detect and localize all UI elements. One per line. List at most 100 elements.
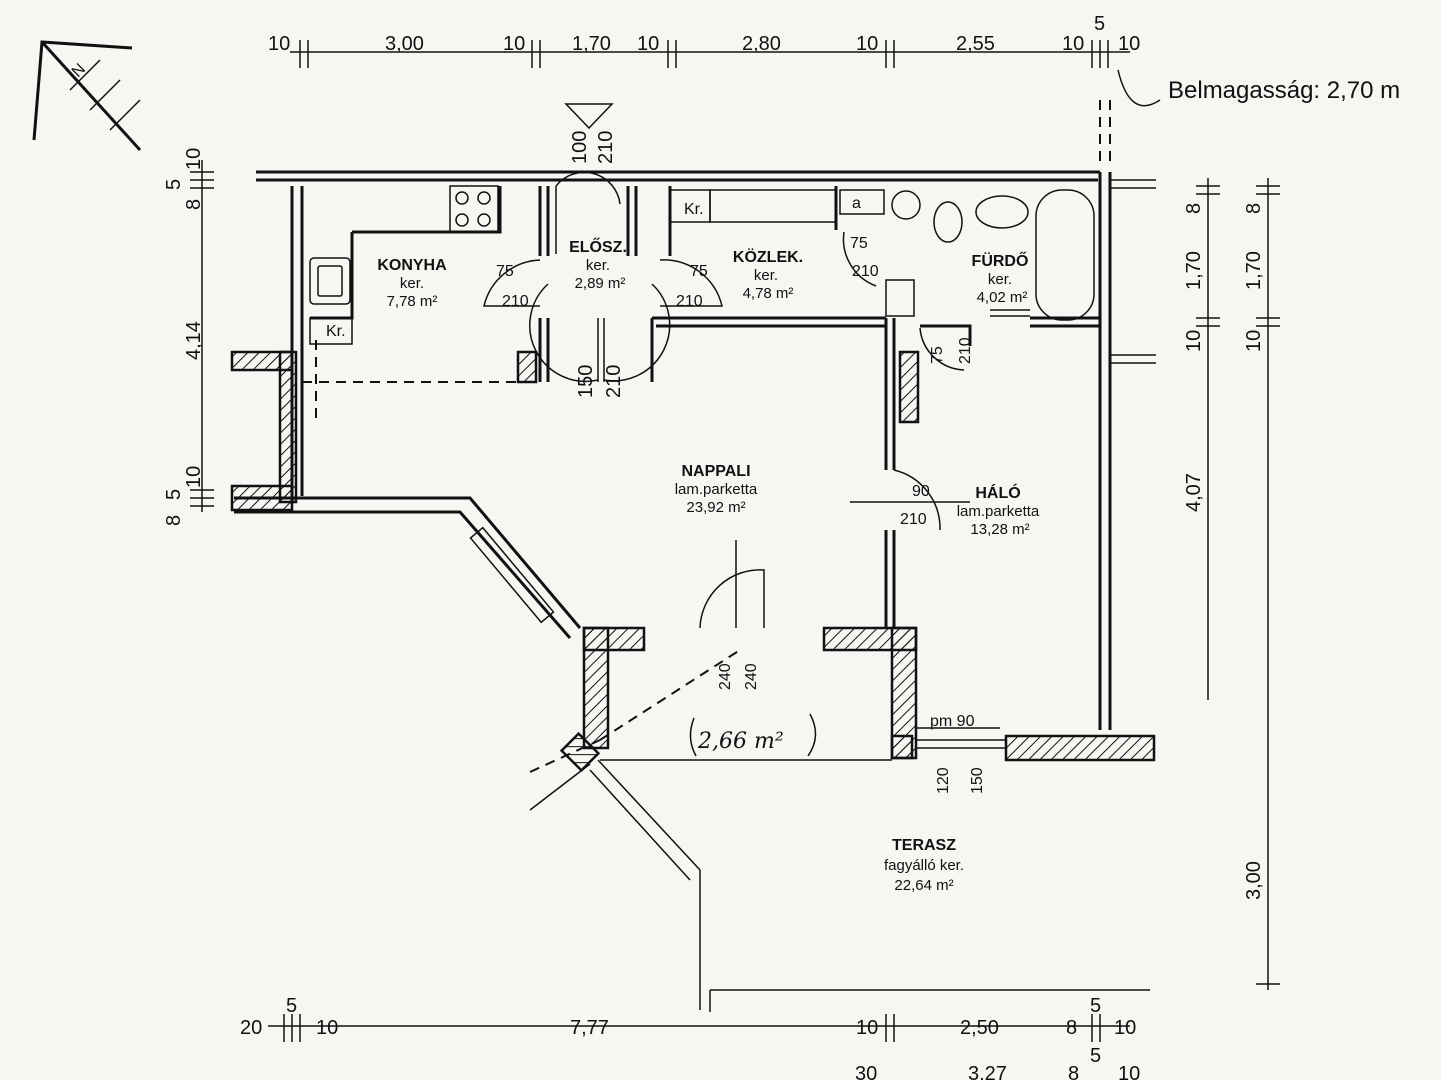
room-halo-name: HÁLÓ xyxy=(975,483,1020,502)
dim-bottom-4: 10 xyxy=(856,1017,878,1039)
room-konyha: KONYHA ker. 7,78 m² xyxy=(377,257,447,310)
bathroom-fixtures xyxy=(839,189,1095,321)
door-eloszl-right-height: 210 xyxy=(676,293,703,310)
door-kozlek-height: 210 xyxy=(852,263,879,280)
dim-bottom2-1: 3,27 xyxy=(968,1063,1007,1080)
dim-bottom-3: 7,77 xyxy=(570,1017,609,1039)
room-terasz-name: TERASZ xyxy=(892,837,956,854)
dim-top-1: 3,00 xyxy=(385,33,424,55)
room-furdo: FÜRDŐ ker. 4,02 m² xyxy=(972,251,1029,306)
dim-top-4: 10 xyxy=(637,33,659,55)
dim-top-10: 10 xyxy=(1118,33,1140,55)
terrace-door-width: 120 xyxy=(935,767,952,794)
door-bedroom-width: 90 xyxy=(912,483,930,500)
dim-left-2: 8 xyxy=(183,199,205,210)
svg-text:N: N xyxy=(69,61,89,81)
dim-top-5: 2,80 xyxy=(742,33,781,55)
dim-right2-3: 3,00 xyxy=(1243,861,1265,900)
dim-bottom-0: 20 xyxy=(240,1017,262,1039)
door-living-width: 150 xyxy=(575,365,597,398)
room-kozlek-floor: ker. xyxy=(754,267,778,284)
room-furdo-area: 4,02 m² xyxy=(977,289,1028,306)
dim-right2-2: 10 xyxy=(1243,330,1265,352)
room-nappali-name: NAPPALI xyxy=(681,463,750,480)
room-eloter: ELŐSZ. ker. 2,89 m² xyxy=(569,237,627,292)
dim-left-5: 5 xyxy=(163,489,185,500)
door-eloszl-right-width: 75 xyxy=(690,263,708,280)
room-halo-floor: lam.parketta xyxy=(957,503,1040,520)
dim-bottom-6: 8 xyxy=(1066,1017,1077,1039)
dim-bottom-5: 2,50 xyxy=(960,1017,999,1039)
dim-right2-1: 1,70 xyxy=(1243,251,1265,290)
room-konyha-area: 7,78 m² xyxy=(387,293,438,310)
room-konyha-name: KONYHA xyxy=(377,257,447,274)
room-kozlek: KÖZLEK. ker. 4,78 m² xyxy=(733,247,803,302)
dim-right2-0: 8 xyxy=(1243,203,1265,214)
terrace-door-height: 150 xyxy=(969,767,986,794)
room-halo-area: 13,28 m² xyxy=(970,521,1029,538)
door-entry-height: 210 xyxy=(595,131,617,164)
window-height: 240 xyxy=(743,663,760,690)
room-konyha-floor: ker. xyxy=(400,275,424,292)
dim-bottom-1: 5 xyxy=(286,995,297,1017)
dim-left-6: 8 xyxy=(163,515,185,526)
door-living-height: 210 xyxy=(603,365,625,398)
dim-right1-0: 8 xyxy=(1183,203,1205,214)
right-dimension-line-1: 8 1,70 10 4,07 xyxy=(1183,178,1220,700)
room-nappali-area: 23,92 m² xyxy=(686,499,745,516)
dim-bottom-2: 10 xyxy=(316,1017,338,1039)
window-width: 240 xyxy=(717,663,734,690)
ceiling-height-label: Belmagasság: 2,70 m xyxy=(1168,77,1400,104)
dim-left-1: 5 xyxy=(163,179,185,190)
dim-bottom-9: 5 xyxy=(1090,1045,1101,1067)
door-bedroom-height: 210 xyxy=(900,511,927,528)
room-terasz-area: 22,64 m² xyxy=(894,877,953,894)
masonry-walls xyxy=(230,350,1156,773)
door-dimensions: 100 210 150 210 75 210 75 210 75 210 75 … xyxy=(496,131,986,794)
room-eloter-name: ELŐSZ. xyxy=(569,237,627,256)
terrace-window-label: pm 90 xyxy=(930,713,975,730)
room-nappali-floor: lam.parketta xyxy=(675,481,758,498)
dim-left-4: 10 xyxy=(183,466,205,488)
right-dimension-line-2: 8 1,70 10 3,00 xyxy=(1243,178,1280,990)
room-furdo-floor: ker. xyxy=(988,271,1012,288)
dim-top-6: 10 xyxy=(856,33,878,55)
dim-bottom2-0: 30 xyxy=(855,1063,877,1080)
dim-right1-1: 1,70 xyxy=(1183,251,1205,290)
left-dimension-line: 10 5 8 4,14 10 5 8 xyxy=(163,148,214,526)
room-terasz: TERASZ fagyálló ker. 22,64 m² xyxy=(884,837,964,894)
room-eloter-floor: ker. xyxy=(586,257,610,274)
dim-top-8: 10 xyxy=(1062,33,1084,55)
dim-bottom2-3: 10 xyxy=(1118,1063,1140,1080)
dim-bottom-7: 5 xyxy=(1090,995,1101,1017)
kitchen-fixtures xyxy=(309,185,837,345)
handwritten-area-note: 2,66 m² xyxy=(697,729,784,754)
room-eloter-area: 2,89 m² xyxy=(575,275,626,292)
hall-storage-label: Kr. xyxy=(684,201,704,218)
dim-top-7: 2,55 xyxy=(956,33,995,55)
dim-left-0: 10 xyxy=(183,148,205,170)
dim-bottom-8: 10 xyxy=(1114,1017,1136,1039)
room-kozlek-name: KÖZLEK. xyxy=(733,247,803,266)
room-halo: HÁLÓ lam.parketta 13,28 m² xyxy=(957,483,1040,538)
dim-left-3: 4,14 xyxy=(183,321,205,360)
dim-top-2: 10 xyxy=(503,33,525,55)
dim-bottom2-2: 8 xyxy=(1068,1063,1079,1080)
door-bath-width: 75 xyxy=(929,346,946,364)
dim-right1-2: 10 xyxy=(1183,330,1205,352)
room-furdo-name: FÜRDŐ xyxy=(972,251,1029,270)
dim-top-3: 1,70 xyxy=(572,33,611,55)
dim-right1-3: 4,07 xyxy=(1183,473,1205,512)
bottom-dimension-line: 20 5 10 7,77 10 2,50 8 5 10 5 30 3,27 8 … xyxy=(240,995,1140,1080)
top-dimension-line: 10 3,00 10 1,70 10 2,80 10 2,55 10 5 10 xyxy=(268,13,1140,68)
dim-top-0: 10 xyxy=(268,33,290,55)
door-eloszl-left-height: 210 xyxy=(502,293,529,310)
washer-label: a xyxy=(852,195,861,212)
doors xyxy=(469,103,1150,1012)
door-eloszl-left-width: 75 xyxy=(496,263,514,280)
north-arrow-icon: N xyxy=(32,40,142,152)
room-nappali: NAPPALI lam.parketta 23,92 m² xyxy=(675,463,758,516)
door-kozlek-width: 75 xyxy=(850,235,868,252)
door-entry-width: 100 xyxy=(569,131,591,164)
